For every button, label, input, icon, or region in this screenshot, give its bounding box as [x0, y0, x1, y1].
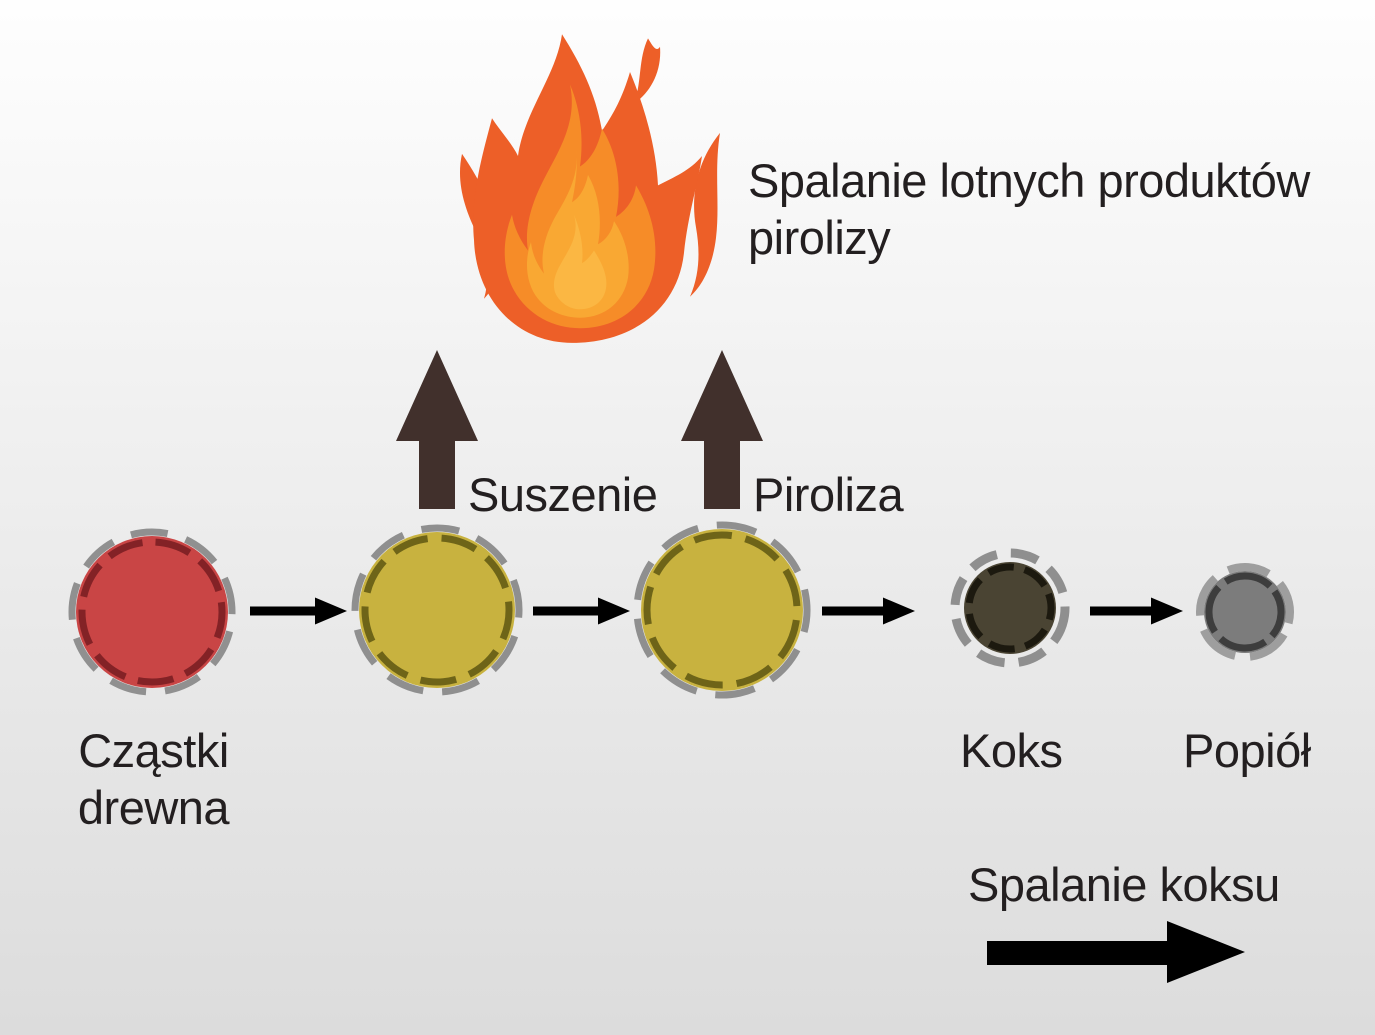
flow-arrow-3-head [883, 597, 915, 625]
flame-icon [459, 34, 720, 343]
particle-dried-outer-ring [351, 524, 523, 696]
flow-arrow-4 [1090, 597, 1183, 625]
flame-top-wisp [634, 38, 661, 104]
pyrolysis-arrow-icon [681, 350, 763, 509]
drying-arrow-icon [396, 350, 478, 509]
ash-label: Popiół [1183, 724, 1311, 777]
wood-particles-label: Cząstki drewna [77, 724, 230, 834]
flow-arrow-4-head [1151, 597, 1183, 625]
particle-char [950, 548, 1070, 668]
flame-core [553, 214, 607, 310]
flow-arrow-2 [533, 597, 630, 625]
flame-right-wisp [690, 132, 720, 297]
particle-pyrolyzed-inner-ring [643, 531, 801, 689]
particle-wood [68, 528, 236, 696]
particle-char-inner-ring [965, 563, 1055, 653]
particle-wood-inner-ring [78, 538, 226, 686]
pyrolysis-label: Piroliza [753, 468, 904, 521]
particle-dried [351, 524, 523, 696]
particle-ash-fill [1204, 571, 1286, 653]
char-combustion-arrow-icon [987, 921, 1245, 983]
particle-pyrolyzed-fill [641, 529, 803, 691]
particle-ash-outer-ring [1196, 563, 1294, 661]
particle-wood-fill [76, 536, 228, 688]
drying-label: Suszenie [468, 468, 658, 521]
volatiles-combustion-caption: Spalanie lotnych produktów pirolizy [748, 154, 1310, 264]
particle-wood-outer-ring [68, 528, 236, 696]
char-label: Koks [960, 724, 1063, 777]
particle-pyrolyzed [633, 521, 811, 699]
flow-arrow-2-head [598, 597, 630, 625]
particle-dried-fill [359, 532, 515, 688]
char-combustion-label: Spalanie koksu [968, 858, 1280, 911]
particle-dried-inner-ring [361, 534, 513, 686]
particle-char-outer-ring [950, 548, 1070, 668]
flow-arrow-1 [250, 597, 347, 625]
particle-pyrolyzed-outer-ring [633, 521, 811, 699]
particle-char-fill [964, 562, 1056, 654]
particle-ash-inner-ring [1205, 572, 1285, 652]
flow-arrow-1-head [315, 597, 347, 625]
particle-ash [1196, 563, 1294, 661]
flow-arrow-3 [822, 597, 915, 625]
